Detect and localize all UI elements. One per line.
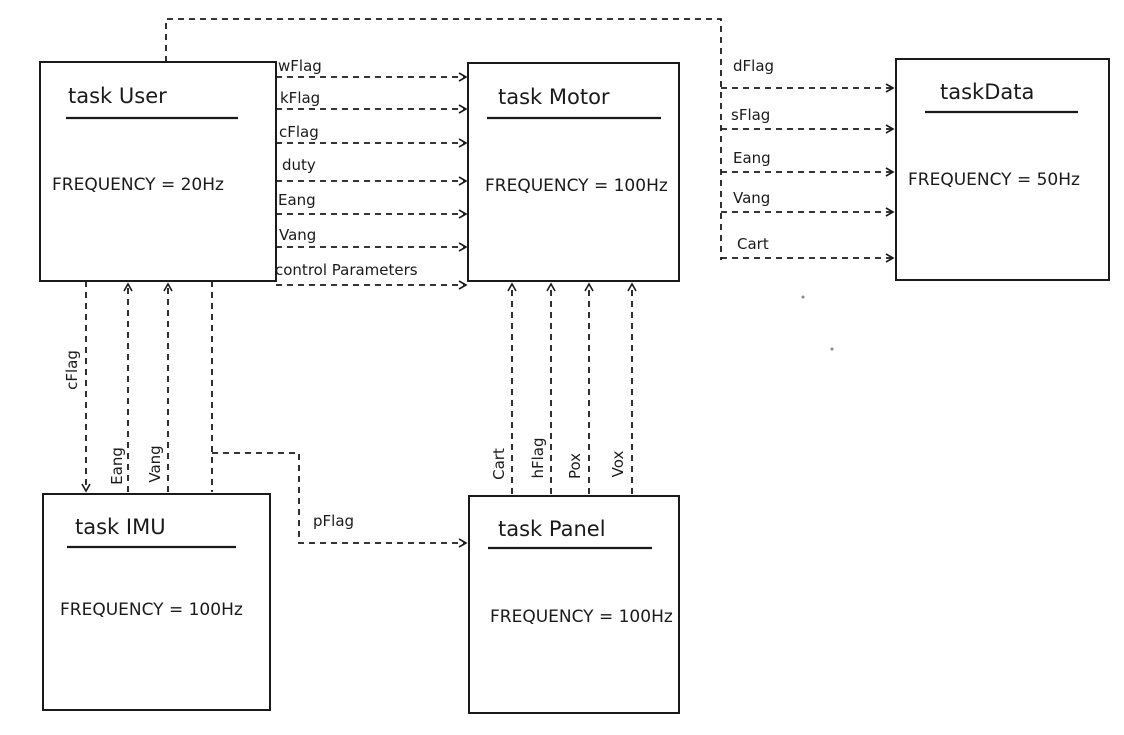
user-to-panel-flow: pFlag [212, 452, 468, 548]
user-to-data-flows: dFlag sFlag Eang Vang Cart [165, 18, 895, 263]
task-imu-box: task IMU FREQUENCY = 100Hz [42, 493, 271, 711]
task-motor-frequency: FREQUENCY = 100Hz [485, 176, 668, 196]
label-duty: duty [282, 156, 316, 174]
label-wflag: wFlag [278, 57, 322, 75]
label-vang-data: Vang [733, 189, 770, 207]
label-dflag: dFlag [733, 57, 774, 75]
user-imu-flows: cFlag Eang Vang [63, 281, 213, 493]
label-hflag-vertical: hFlag [529, 437, 547, 478]
stray-dot [830, 347, 834, 351]
task-user-title: task User [68, 84, 167, 108]
task-user-frequency: FREQUENCY = 20Hz [52, 175, 224, 195]
task-data-box: taskData FREQUENCY = 50Hz [895, 58, 1110, 281]
task-imu-frame [42, 493, 271, 711]
task-imu-title: task IMU [75, 515, 166, 539]
label-eang: Eang [278, 191, 316, 209]
panel-to-motor-flows: Cart hFlag Pox Vox [490, 282, 637, 494]
label-control-parameters: control Parameters [275, 261, 418, 279]
label-pflag: pFlag [313, 512, 354, 530]
label-cflag-vertical: cFlag [63, 350, 81, 390]
label-kflag: kFlag [280, 89, 320, 107]
task-data-frequency: FREQUENCY = 50Hz [908, 170, 1080, 190]
label-cart-vertical: Cart [490, 448, 508, 480]
label-vang: Vang [279, 226, 316, 244]
label-cart-data: Cart [737, 235, 769, 253]
label-vang-vertical: Vang [146, 445, 164, 482]
bus-line-to-data [165, 18, 722, 260]
task-motor-box: task Motor FREQUENCY = 100Hz [467, 62, 680, 282]
task-motor-title: task Motor [498, 85, 610, 109]
label-sflag: sFlag [731, 106, 770, 124]
label-eang-data: Eang [733, 149, 771, 167]
label-cflag: cFlag [279, 123, 319, 141]
label-eang-vertical: Eang [108, 447, 126, 485]
task-panel-frequency: FREQUENCY = 100Hz [490, 607, 673, 627]
task-imu-frequency: FREQUENCY = 100Hz [60, 600, 243, 620]
task-user-frame [39, 61, 277, 282]
arrow-pflag [212, 452, 468, 548]
task-motor-frame [467, 62, 680, 282]
task-panel-title: task Panel [498, 517, 606, 541]
label-vox-vertical: Vox [609, 451, 627, 478]
user-to-motor-flows: wFlag kFlag cFlag duty Eang Vang control… [275, 57, 468, 290]
task-data-title: taskData [940, 80, 1034, 104]
label-pox-vertical: Pox [566, 453, 584, 479]
task-user-box: task User FREQUENCY = 20Hz [39, 61, 277, 282]
task-panel-frame [468, 495, 680, 714]
stray-dot [801, 295, 805, 299]
task-panel-box: task Panel FREQUENCY = 100Hz [468, 495, 680, 714]
task-data-frame [895, 58, 1110, 281]
